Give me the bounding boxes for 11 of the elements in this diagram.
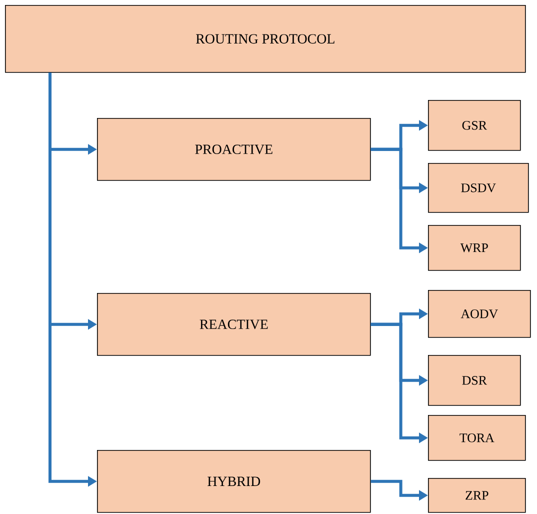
category-box: HYBRID xyxy=(97,450,371,513)
protocol-box: ZRP xyxy=(428,478,526,513)
category-box: PROACTIVE xyxy=(97,118,371,181)
category-box: ROUTING PROTOCOL xyxy=(5,5,526,73)
protocol-box: AODV xyxy=(428,290,531,338)
protocol-box: TORA xyxy=(428,415,526,461)
category-box: REACTIVE xyxy=(97,293,371,356)
protocol-box: DSR xyxy=(428,355,521,406)
protocol-box: DSDV xyxy=(428,163,529,213)
protocol-box: GSR xyxy=(428,100,521,151)
protocol-box: WRP xyxy=(428,224,521,271)
